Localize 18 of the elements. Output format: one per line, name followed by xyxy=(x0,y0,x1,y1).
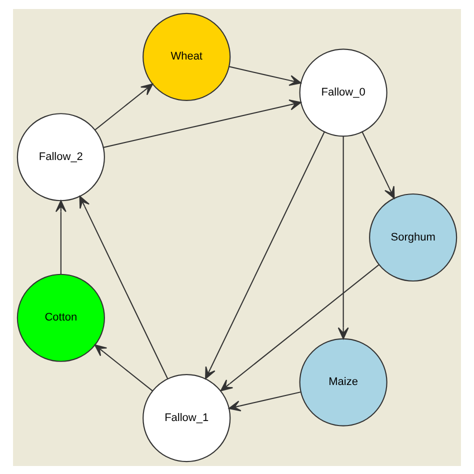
arrow xyxy=(228,66,302,86)
arrow xyxy=(55,200,66,274)
arrow xyxy=(220,264,380,391)
node-circle: Maize xyxy=(299,338,388,426)
node-circle: Cotton xyxy=(16,273,105,362)
arrow xyxy=(79,195,168,378)
arrow xyxy=(338,136,349,339)
node-circle: Fallow_0 xyxy=(299,48,388,136)
arrow xyxy=(205,131,325,379)
arrow xyxy=(362,131,395,198)
node-circle: Fallow_1 xyxy=(142,374,231,462)
arrow xyxy=(94,83,154,130)
arrow xyxy=(228,390,302,411)
arrow xyxy=(94,344,153,391)
node-circle: Wheat xyxy=(142,12,231,100)
arrow xyxy=(103,98,302,148)
node-circle: Fallow_2 xyxy=(16,112,105,201)
node-circle: Sorghum xyxy=(369,192,458,282)
